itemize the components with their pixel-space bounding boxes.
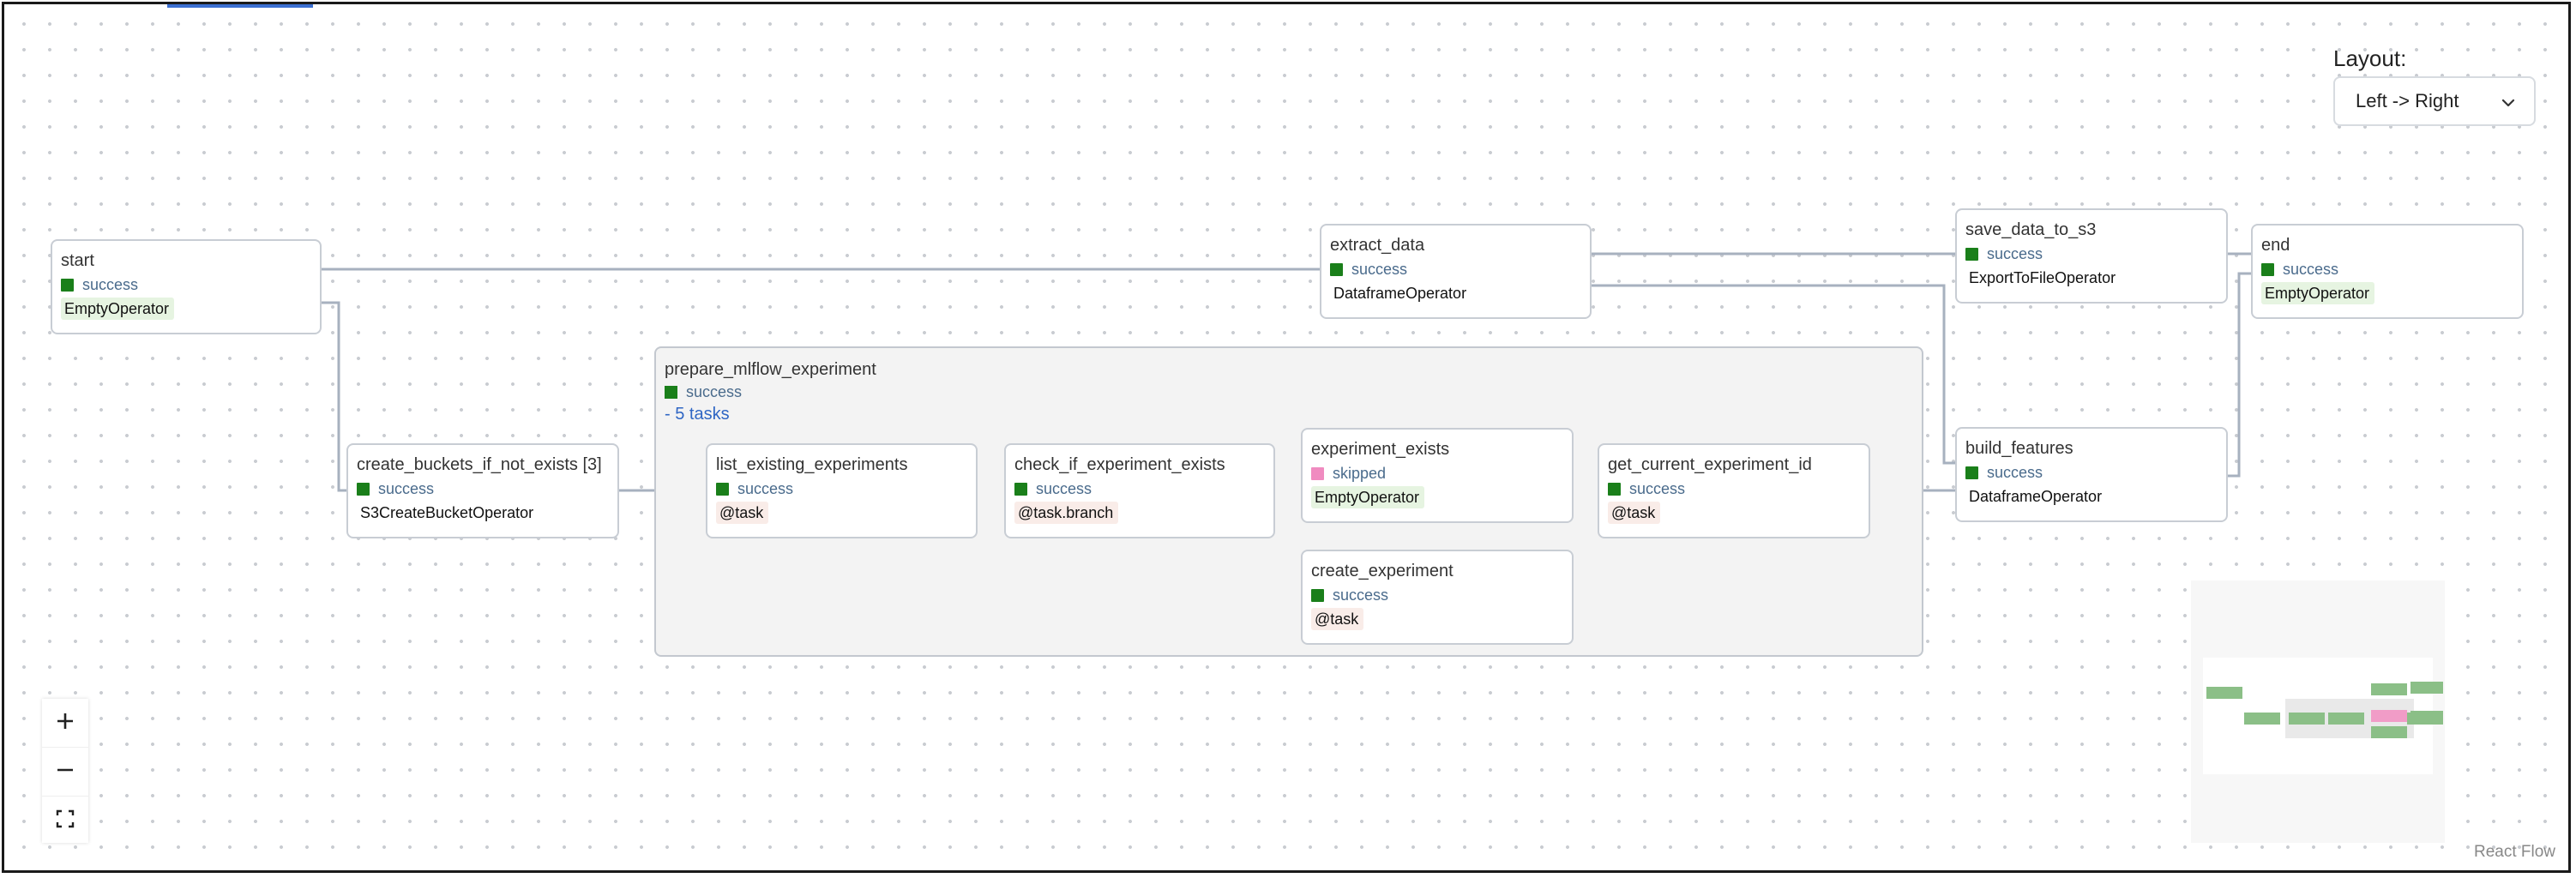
node-status-text: skipped xyxy=(1333,465,1387,482)
node-operator: DataframeOperator xyxy=(1333,285,1467,302)
node-label: list_existing_experiments xyxy=(716,455,908,474)
node-create-experiment[interactable]: create_experiment success @task xyxy=(1301,550,1574,645)
node-list-existing-experiments[interactable]: list_existing_experiments success @task xyxy=(706,443,978,538)
status-success-square xyxy=(1311,588,1324,602)
node-experiment-exists[interactable]: experiment_exists skipped EmptyOperator xyxy=(1301,428,1574,523)
node-status: skipped xyxy=(1311,463,1563,484)
minimap-node-create-buckets xyxy=(2244,713,2280,725)
fit-view-button[interactable] xyxy=(42,797,88,845)
node-status-text: success xyxy=(1333,586,1389,604)
node-label: extract_data xyxy=(1330,236,1425,255)
status-skipped-square xyxy=(1311,466,1324,480)
node-end[interactable]: end success EmptyOperator xyxy=(2251,224,2524,319)
status-success-square xyxy=(1330,262,1343,276)
chevron-down-icon xyxy=(2501,90,2515,112)
zoom-in-button[interactable] xyxy=(42,699,88,748)
zoom-controls xyxy=(42,699,88,843)
node-label: create_experiment xyxy=(1311,562,1454,580)
minimap-node-extract xyxy=(2371,683,2407,695)
node-label: start xyxy=(61,251,94,270)
fit-view-icon xyxy=(55,809,75,833)
group-label: prepare_mlflow_experiment xyxy=(665,360,876,379)
node-label: get_current_experiment_id xyxy=(1608,455,1812,474)
node-status: success xyxy=(61,274,311,295)
minimap-node-create xyxy=(2371,726,2407,738)
status-success-square xyxy=(716,482,729,496)
node-status-text: success xyxy=(737,480,794,497)
node-status: success xyxy=(1608,478,1860,499)
minimap-node-check xyxy=(2328,713,2364,725)
layout-select[interactable]: Left -> Right xyxy=(2333,76,2536,126)
node-label: experiment_exists xyxy=(1311,440,1450,459)
node-operator: S3CreateBucketOperator xyxy=(360,504,534,521)
status-success-square xyxy=(357,482,370,496)
plus-icon xyxy=(55,711,75,736)
minimap-node-build xyxy=(2410,711,2443,723)
react-flow-attribution[interactable]: React Flow xyxy=(2474,843,2556,861)
group-task-count-toggle[interactable]: - 5 tasks xyxy=(665,405,730,424)
minimap-node-exists xyxy=(2371,710,2407,722)
minimap-node-list xyxy=(2289,713,2325,725)
node-label: end xyxy=(2261,236,2290,255)
status-success-square xyxy=(665,386,677,399)
status-success-square xyxy=(1014,482,1027,496)
group-status-text: success xyxy=(686,383,743,400)
zoom-out-button[interactable] xyxy=(42,748,88,797)
status-success-square xyxy=(1965,466,1978,479)
node-operator: @task xyxy=(1311,608,1364,630)
status-success-square xyxy=(1608,482,1621,496)
node-status-text: success xyxy=(82,276,139,293)
node-status-text: success xyxy=(1351,261,1408,278)
minus-icon xyxy=(55,760,75,785)
node-status: success xyxy=(1965,462,2218,483)
node-start[interactable]: start success EmptyOperator xyxy=(51,239,322,334)
node-operator: @task xyxy=(716,502,769,524)
node-label: save_data_to_s3 xyxy=(1965,220,2097,239)
node-label: build_features xyxy=(1965,439,2073,458)
node-operator: EmptyOperator xyxy=(1311,486,1425,508)
node-save-data-to-s3[interactable]: save_data_to_s3 success ExportToFileOper… xyxy=(1955,208,2228,304)
layout-label: Layout: xyxy=(2333,45,2407,71)
node-operator: EmptyOperator xyxy=(2261,282,2375,304)
node-status: success xyxy=(1014,478,1265,499)
layout-select-value: Left -> Right xyxy=(2356,90,2459,111)
node-label: create_buckets_if_not_exists [3] xyxy=(357,455,602,474)
active-tab-indicator xyxy=(167,4,313,8)
node-status: success xyxy=(1965,244,2218,264)
node-get-current-experiment-id[interactable]: get_current_experiment_id success @task xyxy=(1598,443,1870,538)
node-status-text: success xyxy=(1036,480,1092,497)
node-create-buckets[interactable]: create_buckets_if_not_exists [3] success… xyxy=(346,443,619,538)
node-status: success xyxy=(2261,259,2513,280)
node-status: success xyxy=(357,478,609,499)
edge-start-create-buckets xyxy=(320,301,346,492)
node-status: success xyxy=(716,478,967,499)
status-success-square xyxy=(1965,247,1978,261)
edge-build-end xyxy=(2227,272,2251,478)
node-status-text: success xyxy=(2283,261,2339,278)
minimap-node-save xyxy=(2410,682,2443,694)
node-status: success xyxy=(1330,259,1581,280)
minimap[interactable] xyxy=(2191,580,2445,843)
node-status: success xyxy=(1311,585,1563,605)
node-status-text: success xyxy=(1987,245,2043,262)
node-operator: ExportToFileOperator xyxy=(1969,269,2116,286)
node-extract-data[interactable]: extract_data success DataframeOperator xyxy=(1320,224,1592,319)
status-success-square xyxy=(61,278,74,292)
status-success-square xyxy=(2261,262,2274,276)
node-build-features[interactable]: build_features success DataframeOperator xyxy=(1955,427,2228,522)
minimap-node-start xyxy=(2206,687,2242,699)
edge-extract-build xyxy=(1590,284,1955,465)
node-operator: EmptyOperator xyxy=(61,298,175,320)
node-status-text: success xyxy=(378,480,435,497)
node-check-if-experiment-exists[interactable]: check_if_experiment_exists success @task… xyxy=(1004,443,1275,538)
node-operator: DataframeOperator xyxy=(1969,488,2103,505)
node-operator: @task.branch xyxy=(1014,502,1119,524)
node-operator: @task xyxy=(1608,502,1661,524)
group-status: success xyxy=(665,383,1913,401)
node-status-text: success xyxy=(1987,464,2043,481)
node-status-text: success xyxy=(1629,480,1686,497)
node-label: check_if_experiment_exists xyxy=(1014,455,1225,474)
